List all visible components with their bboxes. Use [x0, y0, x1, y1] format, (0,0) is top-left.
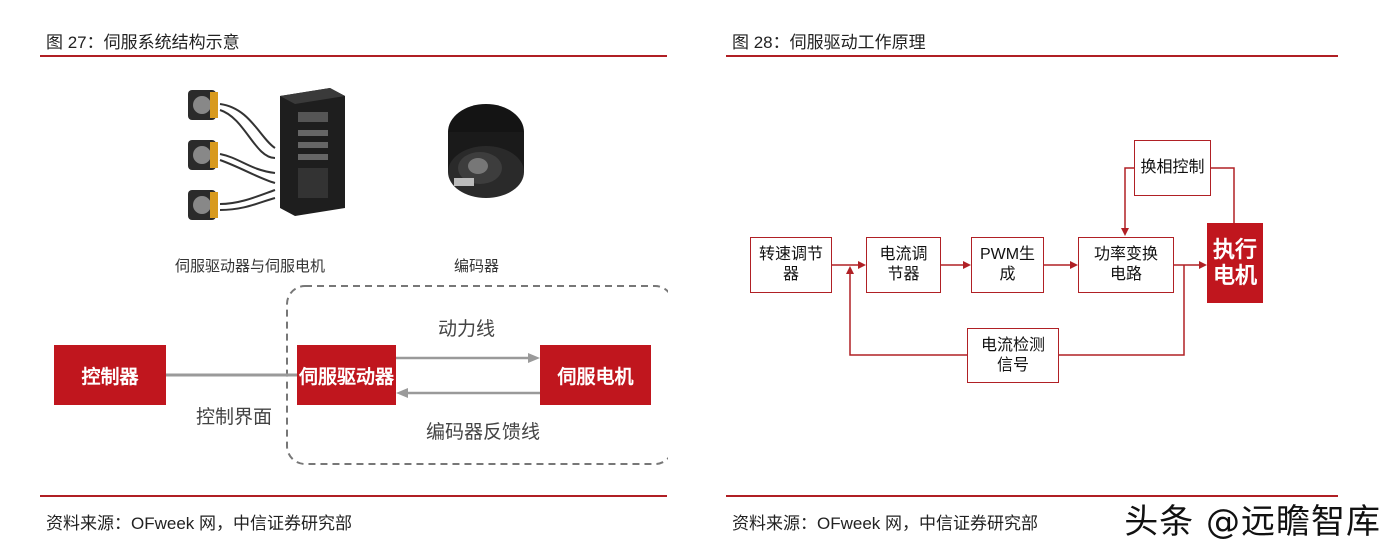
- power-line-label: 动力线: [438, 319, 496, 340]
- figure-27-bottom-rule: [40, 495, 667, 497]
- actuator-motor-box: 执行电机: [1207, 223, 1263, 303]
- speed-regulator-box: 转速调节器: [750, 237, 832, 293]
- commutation-control-box: 换相控制: [1134, 140, 1211, 196]
- encoder-caption: 编码器: [454, 258, 500, 275]
- controller-box: 控制器: [54, 345, 166, 405]
- servo-motor-box: 伺服电机: [540, 345, 651, 405]
- servo-structure-lines: [166, 285, 668, 465]
- driver-motor-caption: 伺服驱动器与伺服电机: [175, 258, 326, 275]
- pwm-generation-box: PWM生成: [971, 237, 1044, 293]
- figure-28-top-rule: [726, 55, 1338, 57]
- watermark-text: 头条 @远瞻智库: [1124, 502, 1381, 542]
- control-interface-label: 控制界面: [196, 407, 273, 428]
- figure-28-title: 图 28：伺服驱动工作原理: [732, 33, 926, 52]
- current-detection-box: 电流检测信号: [967, 328, 1059, 383]
- encoder-photo: [448, 104, 524, 198]
- figure-27-source: 资料来源：OFweek 网，中信证券研究部: [46, 514, 353, 533]
- figure-27-panel: 图 27：伺服系统结构示意: [40, 0, 668, 553]
- driver-motor-photo: [188, 88, 345, 220]
- power-conversion-box: 功率变换电路: [1078, 237, 1174, 293]
- servo-driver-icon: [280, 88, 345, 216]
- servo-motor-icons: [188, 90, 218, 220]
- servo-driver-box: 伺服驱动器: [297, 345, 396, 405]
- figure-27-title: 图 27：伺服系统结构示意: [46, 33, 240, 52]
- encoder-feedback-label: 编码器反馈线: [426, 422, 541, 443]
- figure-27-top-rule: [40, 55, 667, 57]
- figure-28-source: 资料来源：OFweek 网，中信证券研究部: [732, 514, 1039, 533]
- figure-28-bottom-rule: [726, 495, 1338, 497]
- figure-28-panel: 图 28：伺服驱动工作原理 转速调节器 电流调节器 PWM生: [726, 0, 1395, 553]
- current-regulator-box: 电流调节器: [866, 237, 941, 293]
